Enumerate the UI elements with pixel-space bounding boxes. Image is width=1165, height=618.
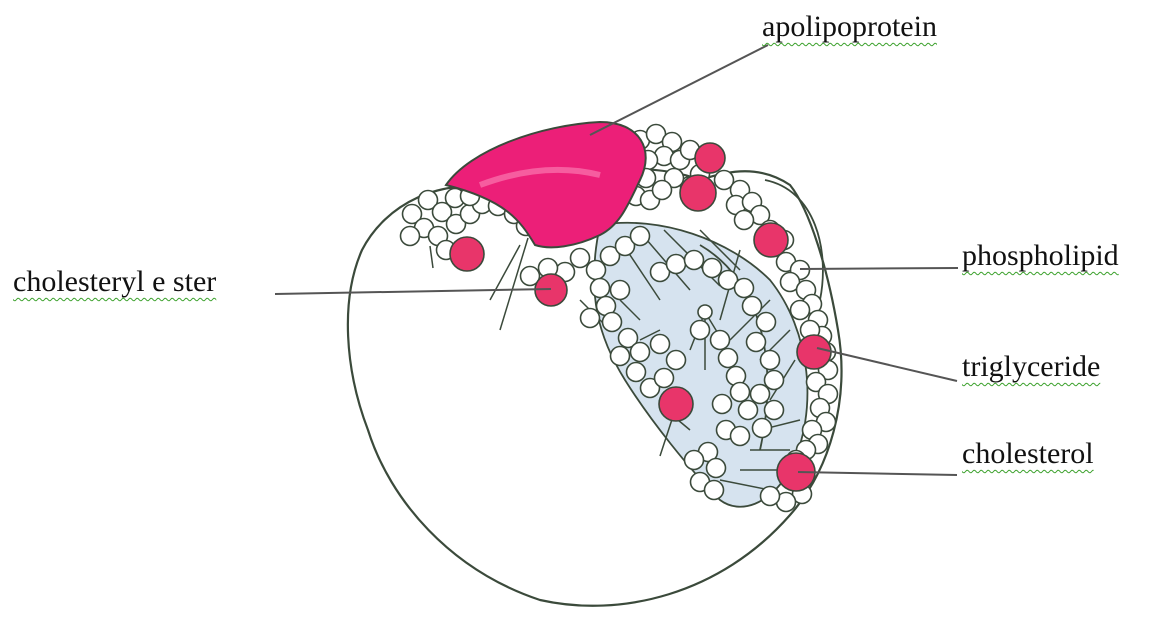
phospholipid-head	[631, 343, 650, 362]
phospholipid-head	[743, 297, 762, 316]
phospholipid-head	[667, 351, 686, 370]
phospholipid-head	[747, 333, 766, 352]
phospholipid-head	[739, 401, 758, 420]
phospholipid-head	[627, 363, 646, 382]
cholesterol-molecule	[680, 175, 716, 211]
phospholipid-head	[761, 487, 780, 506]
phospholipid-head	[401, 227, 420, 246]
phospholipid-head	[581, 309, 600, 328]
phospholipid-head	[691, 321, 710, 340]
phospholipid-head	[611, 281, 630, 300]
phospholipid-head	[631, 227, 650, 246]
phospholipid-head	[731, 427, 750, 446]
phospholipid-tail	[490, 245, 520, 300]
phospholipid-head	[603, 313, 622, 332]
phospholipid-head	[719, 349, 738, 368]
cholesterol-molecule	[797, 335, 831, 369]
label-apolipoprotein: apolipoprotein	[762, 12, 937, 42]
phospholipid-head	[757, 313, 776, 332]
phospholipid-tail	[430, 246, 433, 268]
cholesterol-molecule	[659, 387, 693, 421]
phospholipid-head	[751, 385, 770, 404]
phospholipid-head	[667, 255, 686, 274]
label-phospholipid: phospholipid	[962, 241, 1119, 271]
label-cholesterol: cholesterol	[962, 439, 1094, 469]
phospholipid-head	[587, 261, 606, 280]
phospholipid-head	[713, 395, 732, 414]
cholesterol-molecule	[695, 143, 725, 173]
phospholipid-head	[765, 401, 784, 420]
phospholipid-head	[791, 301, 810, 320]
phospholipid-head	[591, 279, 610, 298]
cholesterol-molecule	[450, 237, 484, 271]
phospholipid-head	[651, 335, 670, 354]
leader-line-cholesteryl-ester	[275, 289, 551, 294]
leader-line-triglyceride	[817, 348, 957, 381]
phospholipid-head	[765, 371, 784, 390]
phospholipid-head	[735, 211, 754, 230]
leader-line-apolipoprotein	[590, 45, 768, 135]
phospholipid-head	[685, 451, 704, 470]
phospholipid-head	[735, 279, 754, 298]
phospholipid-head	[711, 331, 730, 350]
phospholipid-head	[753, 419, 772, 438]
phospholipid-head	[571, 249, 590, 268]
leader-line-cholesterol	[798, 472, 957, 475]
cholesterol-molecule	[754, 223, 788, 257]
phospholipid-head	[653, 181, 672, 200]
leader-line-phospholipid	[800, 268, 958, 269]
phospholipid-head	[655, 369, 674, 388]
phospholipid-head	[761, 351, 780, 370]
phospholipid-head	[703, 259, 722, 278]
phospholipid-head	[705, 481, 724, 500]
phospholipid-head	[685, 251, 704, 270]
phospholipid-head	[611, 347, 630, 366]
phospholipid-head	[731, 383, 750, 402]
label-triglyceride: triglyceride	[962, 352, 1100, 382]
label-cholesteryl-ester: cholesteryl e ster	[13, 267, 216, 297]
phospholipid-head	[698, 305, 712, 319]
phospholipid-head	[707, 459, 726, 478]
